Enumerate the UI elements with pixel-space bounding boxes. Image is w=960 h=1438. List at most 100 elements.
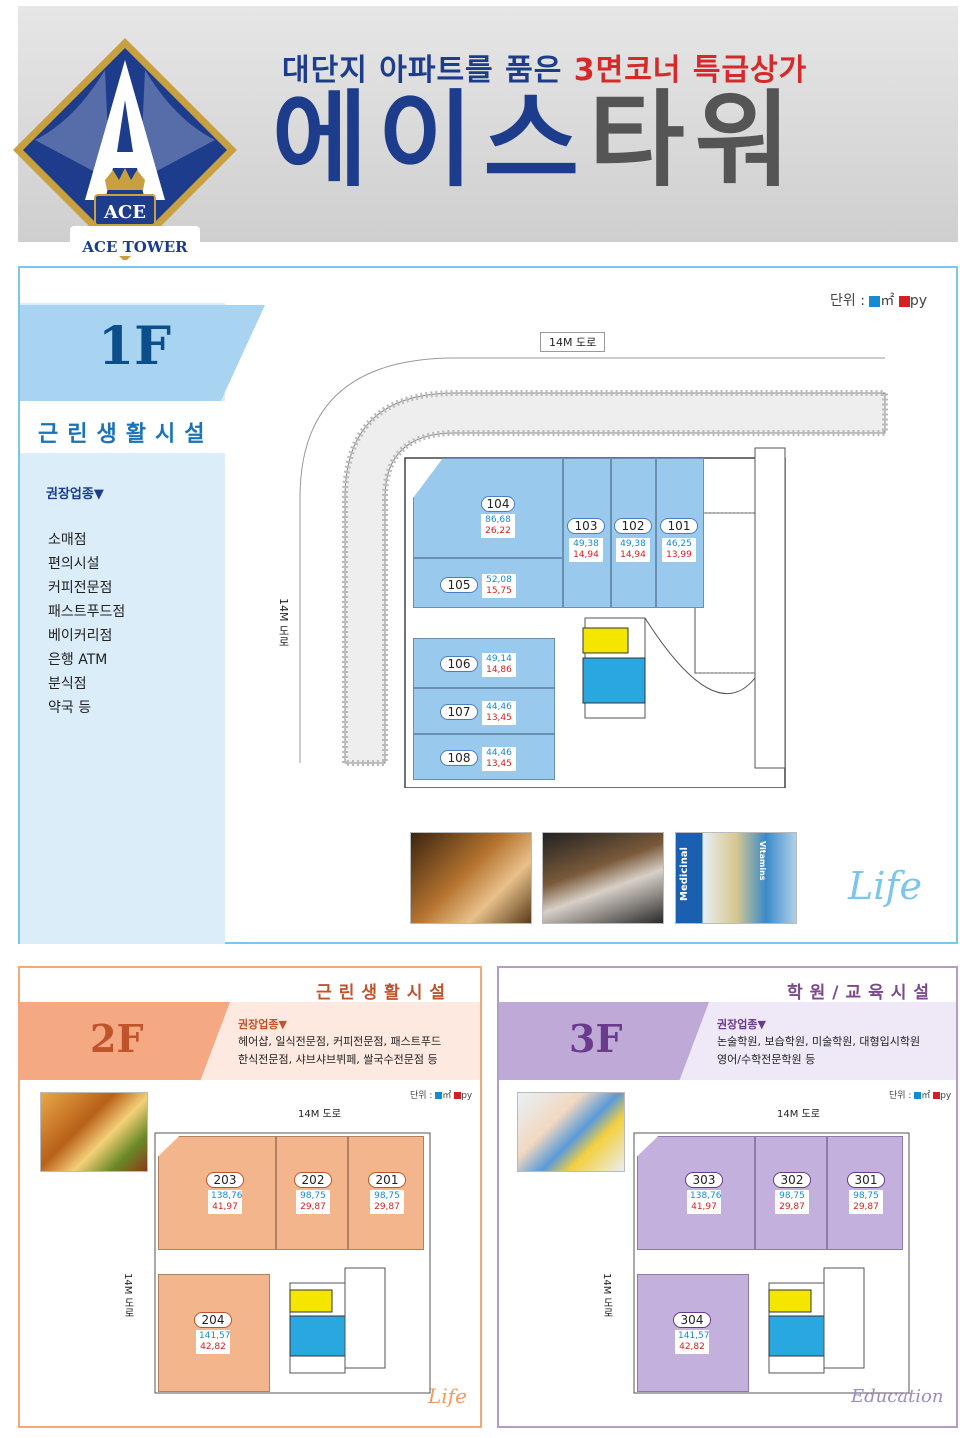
unit-py: py [909, 293, 928, 309]
room-area-sqm: 49,38 [573, 539, 599, 549]
room-label: 302 [773, 1172, 811, 1188]
unit-py: py [940, 1091, 952, 1101]
floor1-label: 1F [98, 316, 172, 377]
floor2-recommend-line2: 한식전문점, 샤브샤브뷔페, 쌀국수전문점 등 [238, 1053, 438, 1066]
floor2-recommend-title: 권장업종▼ [238, 1018, 287, 1031]
unit-label: 단위 : [410, 1091, 436, 1101]
room-area-sqm: 98,75 [779, 1191, 805, 1201]
room-area-sqm: 86,68 [485, 515, 511, 525]
unit-sqm: ㎡ [442, 1091, 452, 1101]
floor2-plan [154, 1132, 431, 1394]
py-swatch [933, 1092, 941, 1099]
room-area-sqm: 49,38 [620, 539, 646, 549]
list-item: 패스트푸드점 [48, 604, 126, 620]
room-area-py: 41,97 [212, 1202, 238, 1212]
floor3-section: 학원/교육시설 3F 권장업종▼ 논술학원, 보습학원, 미술학원, 대형입시학… [497, 966, 958, 1428]
room-area-py: 13,99 [666, 550, 692, 560]
room-label: 104 [481, 496, 515, 512]
logo-name: ACE TOWER [82, 238, 188, 256]
room-area-py: 29,87 [300, 1202, 326, 1212]
floor3-unit-legend: 단위 : ㎡ py [889, 1088, 951, 1101]
py-swatch [454, 1092, 462, 1099]
room-label: 304 [673, 1312, 711, 1328]
room-area-py: 42,82 [200, 1342, 226, 1352]
floor3-plan [633, 1132, 910, 1394]
floor3-script: Education [851, 1386, 944, 1407]
floor3-road-top: 14M 도로 [769, 1104, 828, 1121]
room-area-sqm: 52,08 [486, 575, 512, 585]
list-item: 분식점 [48, 676, 87, 692]
logo-name-plate [70, 226, 200, 256]
room-area-sqm: 49,14 [486, 654, 512, 664]
fastfood-photo [40, 1092, 148, 1172]
unit-sqm: ㎡ [880, 293, 895, 309]
room-label: 101 [660, 518, 698, 534]
room-label: 201 [368, 1172, 406, 1188]
room-area-sqm: 138,76 [690, 1191, 722, 1201]
list-item: 커피전문점 [48, 580, 113, 596]
list-item: 약국 등 [48, 700, 92, 716]
sqm-swatch [435, 1092, 443, 1099]
floor2-recommend-line1: 헤어샵, 일식전문점, 커피전문점, 패스트푸드 [238, 1035, 442, 1048]
room-area-py: 29,87 [779, 1202, 805, 1212]
list-item: 소매점 [48, 532, 87, 548]
room-area-sqm: 138,76 [211, 1191, 243, 1201]
floor1-category-box [20, 401, 225, 453]
room-label: 301 [847, 1172, 885, 1188]
room-area-sqm: 46,25 [666, 539, 692, 549]
tagline-part-b: 3면코너 특급상가 [573, 53, 808, 88]
room-area-sqm: 44,46 [486, 748, 512, 758]
floor1-banner [20, 305, 265, 401]
unit-label: 단위 : [889, 1091, 915, 1101]
room-area-py: 29,87 [853, 1202, 879, 1212]
unit-py: py [461, 1091, 473, 1101]
room-label: 108 [440, 750, 478, 766]
room-label: 303 [685, 1172, 723, 1188]
logo-badge-text: ACE [103, 202, 146, 223]
room-area-py: 42,82 [679, 1342, 705, 1352]
room-area-py: 26,22 [485, 526, 511, 536]
floor1-plan [299, 357, 888, 788]
floor1-script: Life [848, 864, 922, 908]
floor3-recommend-line2: 영어/수학전문학원 등 [717, 1053, 816, 1066]
room-label: 203 [206, 1172, 244, 1188]
room-label: 102 [614, 518, 652, 534]
coffee-photo [542, 832, 664, 924]
room-area-sqm: 141,57 [678, 1331, 710, 1341]
room-area-sqm: 44,46 [486, 702, 512, 712]
unit-sqm: ㎡ [921, 1091, 931, 1101]
floor1-road-top: 14M 도로 [540, 332, 606, 352]
floor1-unit-legend: 단위 : ㎡ py [830, 290, 927, 310]
room-area-sqm: 98,75 [374, 1191, 400, 1201]
room-area-py: 29,87 [374, 1202, 400, 1212]
room-area-py: 13,45 [486, 713, 512, 723]
room-label: 202 [294, 1172, 332, 1188]
unit-label: 단위 : [830, 293, 870, 309]
classroom-photo [517, 1092, 625, 1172]
floor2-category: 근린생활시설 [316, 983, 452, 1003]
py-swatch [898, 295, 910, 307]
floor2-script: Life [428, 1384, 467, 1408]
title-part-b: 타워 [589, 79, 801, 201]
tagline: 대단지 아파트를 품은 3면코너 특급상가 [282, 45, 807, 89]
room-label: 107 [440, 704, 478, 720]
floor2-banner [20, 1002, 230, 1080]
room-label: 103 [567, 518, 605, 534]
floor2-road-top: 14M 도로 [290, 1104, 349, 1121]
sqm-swatch [869, 295, 881, 307]
floor2-road-left: 14M 도로 [122, 1273, 133, 1318]
floor1-category: 근린생활시설 [38, 422, 214, 447]
list-item: 편의시설 [48, 556, 100, 572]
room-area-py: 14,94 [573, 550, 599, 560]
